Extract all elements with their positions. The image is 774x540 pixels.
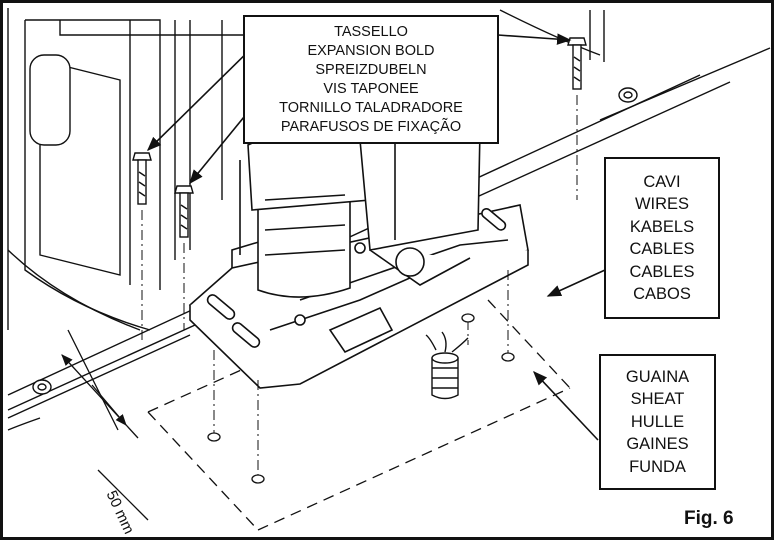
rail-anchor-icon bbox=[32, 87, 638, 395]
callout-line: EXPANSION BOLD bbox=[307, 42, 435, 59]
callout-sheath: GUAINA SHEAT HULLE GAINES FUNDA bbox=[599, 354, 716, 490]
callout-line: SHEAT bbox=[630, 390, 685, 409]
bolt-centerlines bbox=[141, 95, 578, 475]
callout-line: SPREIZDUBELN bbox=[315, 61, 427, 78]
callout-line: CABLES bbox=[629, 240, 695, 258]
callout-line: TASSELLO bbox=[334, 23, 408, 40]
callout-line: GUAINA bbox=[625, 367, 690, 386]
callout-line: GAINES bbox=[626, 435, 689, 454]
callout-expansion-bolt: TASSELLO EXPANSION BOLD SPREIZDUBELN VIS… bbox=[243, 15, 499, 144]
callout-line: CABLES bbox=[629, 262, 695, 281]
figure-label: Fig. 6 bbox=[684, 508, 734, 529]
expansion-bolt-icon bbox=[132, 37, 587, 238]
leader-arrows bbox=[146, 33, 606, 441]
callout-line: HULLE bbox=[630, 412, 685, 431]
callout-line: WIRES bbox=[634, 195, 690, 213]
drill-hole-icon bbox=[207, 313, 515, 484]
callout-line: CABOS bbox=[633, 285, 691, 303]
callout-line: FUNDA bbox=[629, 457, 686, 476]
callout-line: VIS TAPONEE bbox=[323, 80, 419, 97]
callout-wires: CAVI WIRES KABELS CABLES CABLES CABOS bbox=[604, 157, 720, 319]
cable-sheath bbox=[425, 331, 469, 400]
motor-unit bbox=[239, 129, 481, 354]
gate-wall bbox=[7, 8, 605, 331]
dimension-line bbox=[61, 329, 149, 521]
callout-line: PARAFUSOS DE FIXAÇÃO bbox=[280, 118, 462, 135]
callout-line: CAVI bbox=[643, 172, 681, 191]
callout-line: TORNILLO TALADRADORE bbox=[279, 99, 463, 116]
callout-line: KABELS bbox=[629, 217, 695, 236]
